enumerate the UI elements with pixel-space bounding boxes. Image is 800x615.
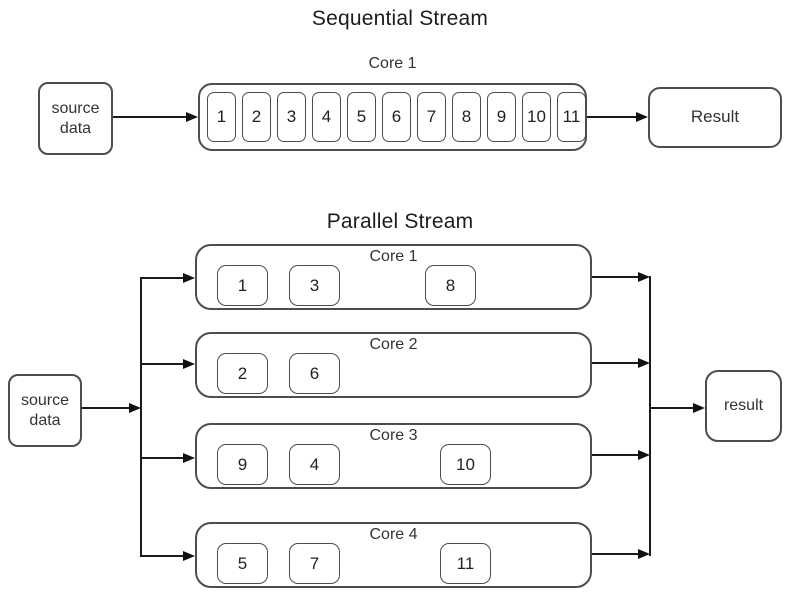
parallel-core-4-container: Core 4 5 7 11 <box>195 522 592 588</box>
parallel-core-1-container: Core 1 1 3 8 <box>195 244 592 310</box>
arrow-line <box>113 116 189 118</box>
sequential-source-data-box: source data <box>38 82 113 155</box>
parallel-title: Parallel Stream <box>326 210 474 233</box>
core-label: Core 1 <box>369 248 418 265</box>
stream-element: 1 <box>217 265 268 306</box>
core-label: Core 3 <box>369 427 418 444</box>
arrowhead <box>693 403 705 413</box>
stream-element: 1 <box>207 92 236 142</box>
arrow-line <box>141 555 184 557</box>
arrowhead <box>186 112 198 122</box>
arrowhead <box>183 359 195 369</box>
fanout-trunk-line <box>140 277 142 557</box>
stream-element: 2 <box>242 92 271 142</box>
arrowhead <box>636 112 648 122</box>
fanin-trunk-line <box>649 276 651 556</box>
arrow-line <box>592 454 639 456</box>
arrow-line <box>592 553 639 555</box>
stream-element: 4 <box>289 444 340 485</box>
core-label: Core 4 <box>369 526 418 543</box>
arrowhead <box>638 272 650 282</box>
stream-element: 3 <box>277 92 306 142</box>
arrowhead <box>638 549 650 559</box>
stream-element: 7 <box>289 543 340 584</box>
arrowhead <box>129 403 141 413</box>
stream-element: 6 <box>382 92 411 142</box>
source-data-line1: source <box>20 391 70 409</box>
stream-element: 2 <box>217 353 268 394</box>
parallel-core-2-container: Core 2 2 6 <box>195 332 592 398</box>
result-label: Result <box>690 107 740 127</box>
stream-element: 11 <box>440 543 491 584</box>
arrowhead <box>638 450 650 460</box>
stream-element: 9 <box>487 92 516 142</box>
arrowhead <box>183 551 195 561</box>
arrow-line <box>141 457 184 459</box>
stream-element: 11 <box>557 92 586 142</box>
stream-element: 10 <box>522 92 551 142</box>
stream-element: 5 <box>217 543 268 584</box>
sequential-result-box: Result <box>648 87 782 148</box>
arrowhead <box>638 358 650 368</box>
arrow-line <box>592 276 639 278</box>
source-data-line2: data <box>29 411 61 429</box>
source-data-line1: source <box>51 99 100 117</box>
core-label: Core 2 <box>369 336 418 353</box>
arrowhead <box>183 453 195 463</box>
arrow-line <box>650 407 694 409</box>
source-data-line2: data <box>59 119 92 137</box>
parallel-result-box: result <box>705 370 782 442</box>
stream-element: 4 <box>312 92 341 142</box>
stream-element: 3 <box>289 265 340 306</box>
arrow-line <box>592 362 639 364</box>
stream-element: 8 <box>425 265 476 306</box>
arrow-line <box>141 277 184 279</box>
stream-element: 8 <box>452 92 481 142</box>
arrow-line <box>587 116 637 118</box>
stream-element: 5 <box>347 92 376 142</box>
sequential-core-container: 1 2 3 4 5 6 7 8 9 10 11 <box>198 83 587 151</box>
stream-element: 9 <box>217 444 268 485</box>
parallel-source-data-box: source data <box>8 374 82 447</box>
result-label: result <box>723 397 764 415</box>
stream-element: 6 <box>289 353 340 394</box>
arrow-line <box>141 363 184 365</box>
parallel-core-3-container: Core 3 9 4 10 <box>195 423 592 489</box>
arrow-line <box>82 407 130 409</box>
sequential-core-label: Core 1 <box>368 55 417 72</box>
stream-element: 7 <box>417 92 446 142</box>
sequential-title: Sequential Stream <box>311 7 489 30</box>
arrowhead <box>183 273 195 283</box>
stream-element: 10 <box>440 444 491 485</box>
